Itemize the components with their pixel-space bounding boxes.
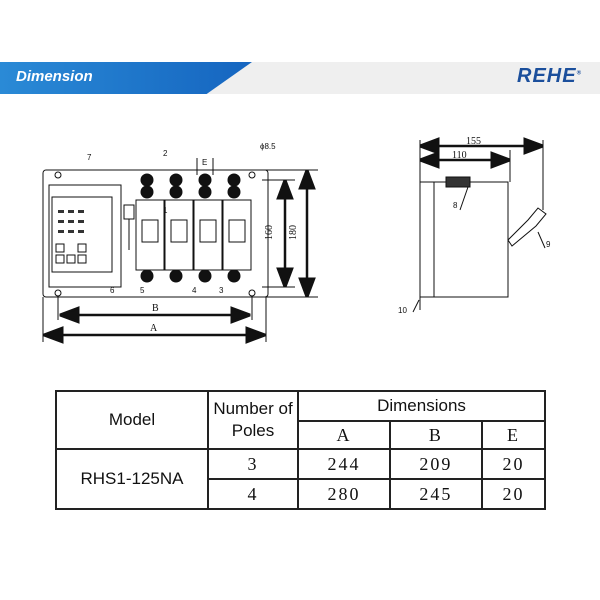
e-cell: 20 <box>480 478 547 510</box>
label-8: 8 <box>453 201 458 210</box>
header-accent <box>0 62 252 94</box>
label-5: 5 <box>140 286 145 295</box>
label-10: 10 <box>398 306 407 315</box>
brand-logo: REHE® <box>517 65 582 87</box>
header-dimensions: Dimensions <box>297 390 546 422</box>
dim-b: B <box>152 303 159 314</box>
dim-180: 180 <box>288 225 299 240</box>
header-a: A <box>297 420 391 450</box>
dim-e: E <box>202 158 207 167</box>
b-cell: 245 <box>388 478 483 510</box>
label-4: 4 <box>192 286 197 295</box>
poles-cell: 3 <box>207 448 299 480</box>
dimension-table: Model Number of Poles Dimensions A B E R… <box>55 390 547 510</box>
a-cell: 280 <box>297 478 391 510</box>
header-e: E <box>480 420 547 450</box>
dim-160: 160 <box>264 225 275 240</box>
b-cell: 209 <box>388 448 483 480</box>
table-row: RHS1-125NA 3 244 209 20 <box>55 448 547 510</box>
front-view <box>42 158 318 342</box>
e-cell: 20 <box>480 448 547 480</box>
dimension-drawing: 7 2 1 6 5 4 3 E ϕ8.5 160 180 B A 155 110… <box>42 136 551 380</box>
label-1: 1 <box>163 206 168 215</box>
header-b: B <box>388 420 483 450</box>
side-view <box>412 140 547 313</box>
dim-110: 110 <box>452 150 467 161</box>
model-cell: RHS1-125NA <box>55 448 209 510</box>
dim-hole: ϕ8.5 <box>260 142 276 151</box>
label-3: 3 <box>219 286 224 295</box>
label-6: 6 <box>110 286 115 295</box>
label-2: 2 <box>163 149 168 158</box>
table-row: 4 280 245 20 <box>56 478 547 510</box>
label-9: 9 <box>546 240 551 249</box>
dim-a: A <box>150 323 158 334</box>
header-model: Model <box>55 390 209 450</box>
header-poles: Number of Poles <box>207 390 299 450</box>
a-cell: 244 <box>297 448 391 480</box>
poles-cell: 4 <box>207 478 299 510</box>
section-title: Dimension <box>16 68 93 85</box>
label-7: 7 <box>87 153 92 162</box>
dim-155: 155 <box>466 136 481 147</box>
